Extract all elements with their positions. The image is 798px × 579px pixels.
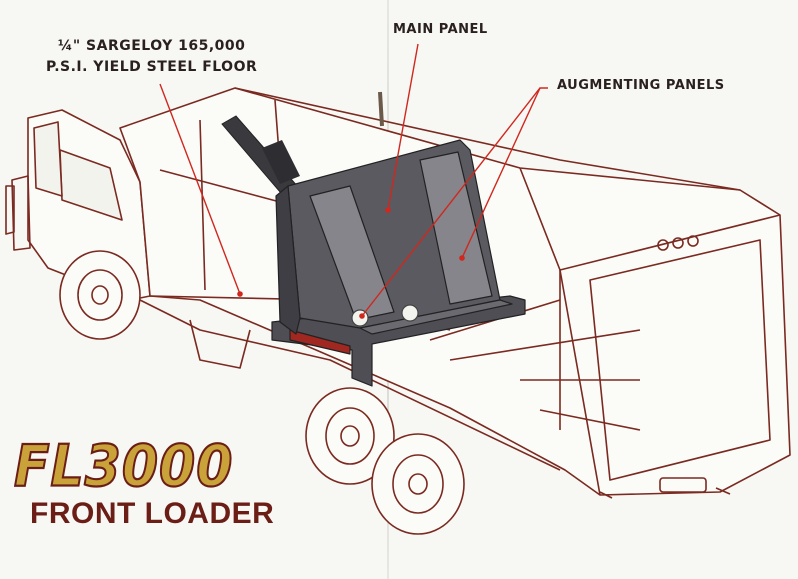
floor-spec-line-2: P.S.I. YIELD STEEL FLOOR (46, 59, 258, 75)
front-wheel (59, 250, 141, 340)
leader-lines (159, 43, 548, 317)
floor-spec-line-1: ¼" SARGELOY 165,000 (57, 38, 246, 54)
floor-spec-label: ¼" SARGELOY 165,000 P.S.I. YIELD STEEL F… (46, 36, 257, 78)
augmenting-panel-left (309, 185, 395, 321)
model-subtitle: FRONT LOADER (30, 497, 275, 530)
augmenting-panel-right (419, 151, 493, 305)
ejector-panel-assembly (271, 139, 526, 387)
rear-wheel-1 (305, 387, 395, 485)
rear-wheel-2 (371, 433, 465, 535)
model-title: FL3000 (13, 433, 234, 501)
augmenting-panels-label: AUGMENTING PANELS (557, 78, 725, 93)
main-panel-label: MAIN PANEL (393, 22, 488, 37)
